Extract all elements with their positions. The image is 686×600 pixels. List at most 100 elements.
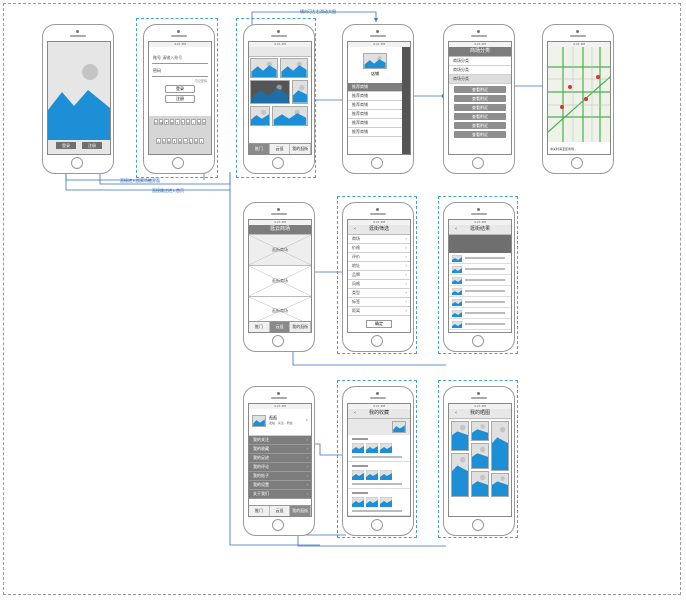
result-thumbnail-icon [452,255,462,262]
keyboard-key[interactable]: W [158,118,164,125]
keyboard-key[interactable]: H [183,137,188,144]
keyboard-key[interactable]: D [167,137,172,144]
tab-push[interactable]: 推门 [249,322,270,332]
filter-row[interactable]: 类型› [348,289,410,298]
keyboard-key[interactable]: L [199,137,204,144]
tab-cloud[interactable]: 云逛 [269,322,291,332]
splash-register-button[interactable]: 注册 [82,142,102,149]
category-row[interactable]: 商场分类 [449,57,511,66]
filter-row[interactable]: 标签› [348,298,410,307]
keyboard-key[interactable]: A [156,137,161,144]
back-arrow-icon[interactable]: ‹ [455,226,457,232]
tab-cloud[interactable]: 云逛 [269,144,291,154]
store-menu-item[interactable]: 推荐商铺 [348,128,402,137]
category-button[interactable]: 查看附近 [454,122,506,129]
profile-menu-item[interactable]: 关于我们› [249,490,311,499]
avatar[interactable] [252,415,266,427]
result-row[interactable] [449,253,511,264]
keyboard-key[interactable]: U [185,118,191,125]
image-tile[interactable] [292,80,308,104]
keyboard-key[interactable]: Q [153,118,158,125]
profile-menu-item[interactable]: 我的评论› [249,463,311,472]
account-input[interactable]: 请输入账号 [162,55,183,60]
tab-push[interactable]: 推门 [249,506,270,516]
store-menu-item[interactable]: 推荐商铺 [348,83,402,92]
filter-row[interactable]: 品牌› [348,271,410,280]
profile-menu-item[interactable]: 我的足迹› [249,454,311,463]
keyboard-key[interactable]: K [193,137,199,144]
profile-menu-item[interactable]: 我的设置› [249,481,311,490]
image-tile[interactable] [250,106,270,126]
chevron-right-icon[interactable]: › [305,417,308,424]
favorite-item[interactable] [348,435,410,462]
waterfall-image[interactable] [471,443,489,469]
result-row[interactable] [449,264,511,275]
result-row[interactable] [449,308,511,319]
filter-row[interactable]: 风格› [348,280,410,289]
cloud-list-cell[interactable]: 逛街商场 [249,235,311,266]
image-tile[interactable] [272,106,308,126]
keyboard-key[interactable]: P [202,118,207,125]
waterfall-image[interactable] [451,453,469,497]
category-button[interactable]: 查看附近 [454,95,506,102]
category-button[interactable]: 查看附近 [454,104,506,111]
filter-confirm-button[interactable]: 确定 [366,320,392,328]
waterfall-image[interactable] [451,421,469,451]
cloud-list-cell[interactable]: 逛街商场 [249,266,311,297]
favorite-item[interactable] [348,489,410,516]
map-view[interactable] [548,47,610,142]
category-row[interactable]: 商场分类 [449,66,511,75]
store-menu-item[interactable]: 推荐商铺 [348,119,402,128]
profile-menu-item[interactable]: 我的关注› [249,436,311,445]
category-button[interactable]: 查看附近 [454,131,506,138]
store-menu-item[interactable]: 推荐商铺 [348,101,402,110]
filter-row[interactable]: 商场› [348,235,410,244]
tab-mine[interactable]: 我的逛街 [290,144,311,154]
keyboard-key[interactable]: S [161,137,167,144]
store-menu-item[interactable]: 推荐商铺 [348,92,402,101]
waterfall-image[interactable] [491,421,509,471]
result-row[interactable] [449,286,511,297]
filter-row[interactable]: 距离› [348,307,410,316]
keyboard-key[interactable]: O [196,118,202,125]
forgot-link[interactable]: 忘记密码 [194,78,207,83]
filter-row[interactable]: 地址› [348,262,410,271]
splash-login-button[interactable]: 登录 [56,142,76,149]
keyboard-key[interactable]: F [172,137,177,144]
login-button[interactable]: 登录 [165,84,195,93]
result-row[interactable] [449,297,511,308]
back-arrow-icon[interactable]: ‹ [354,226,356,232]
profile-menu-item[interactable]: 我的收藏› [249,445,311,454]
tab-push[interactable]: 推门 [249,144,270,154]
category-row-selected[interactable]: 商场分类 [449,75,511,84]
tab-mine[interactable]: 我的逛街 [290,322,311,332]
result-row[interactable] [449,330,511,332]
filter-row[interactable]: 价格› [348,244,410,253]
keyboard-key[interactable]: G [177,137,183,144]
keyboard-key[interactable]: Y [180,118,185,125]
keyboard-key[interactable]: E [164,118,169,125]
back-arrow-icon[interactable]: ‹ [455,410,457,416]
image-tile[interactable] [250,58,278,78]
profile-menu-item[interactable]: 我的帖子› [249,472,311,481]
keyboard-key[interactable]: I [191,118,196,125]
waterfall-image[interactable] [491,473,509,497]
favorite-item[interactable] [348,462,410,489]
tab-mine[interactable]: 我的逛街 [290,506,311,516]
back-arrow-icon[interactable]: ‹ [354,410,356,416]
category-button[interactable]: 查看附近 [454,86,506,93]
filter-row[interactable]: 评价› [348,253,410,262]
keyboard-key[interactable]: J [188,137,193,144]
waterfall-image[interactable] [471,471,489,497]
register-button[interactable]: 注册 [165,94,195,103]
image-tile-selected[interactable] [250,80,290,104]
result-row[interactable] [449,275,511,286]
result-row[interactable] [449,319,511,330]
category-button[interactable]: 查看附近 [454,113,506,120]
store-menu-item[interactable]: 推荐商铺 [348,110,402,119]
tab-cloud[interactable]: 云逛 [269,506,291,516]
image-tile[interactable] [280,58,308,78]
keyboard-key[interactable]: T [175,118,180,125]
keyboard-key[interactable]: R [169,118,175,125]
waterfall-image[interactable] [471,421,489,441]
